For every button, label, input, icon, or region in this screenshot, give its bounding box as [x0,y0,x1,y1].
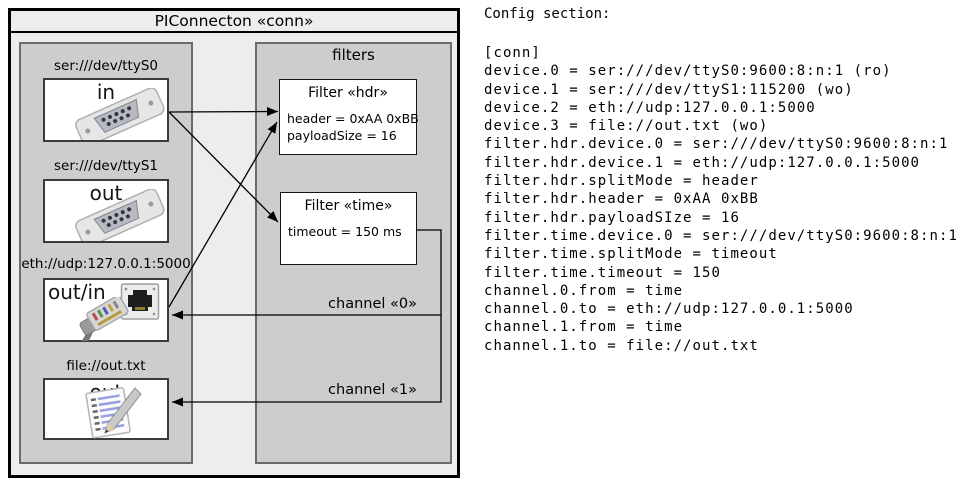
devices-panel: ser:///dev/ttyS0 in ser:/// [19,42,193,464]
filters-panel: filters Filter «hdr» header = 0xAA 0xBB … [255,42,452,464]
config-line: device.1 = ser:///dev/ttyS1:115200 (wo) [484,81,854,98]
config-line: filter.hdr.payloadSIze = 16 [484,209,740,226]
config-line: filter.hdr.device.1 = eth://udp:127.0.0.… [484,154,921,171]
filter-hdr-property-header: header = 0xAA 0xBB [287,111,419,126]
serial-connector-icon [75,88,165,140]
config-line: channel.0.to = eth://udp:127.0.0.1:5000 [484,301,854,318]
config-line: filter.hdr.header = 0xAA 0xBB [484,191,759,208]
config-line: channel.1.to = file://out.txt [484,337,759,354]
config-line: filter.time.timeout = 150 [484,264,721,281]
filter-time-property-timeout: timeout = 150 ms [288,224,402,239]
piconnecton-box: PIConnecton «conn» ser:///dev/ttyS0 in [8,8,460,478]
filter-time-box: Filter «time» timeout = 150 ms [280,192,417,265]
channel-1-label: channel «1» [328,382,417,398]
device-direction-label: in [96,80,116,104]
config-line: filter.time.splitMode = timeout [484,246,778,263]
config-line: device.0 = ser:///dev/ttyS0:9600:8:n:1 (… [484,63,892,80]
config-line: channel.0.from = time [484,282,684,299]
device-box-file-out: out [43,378,169,440]
device-box-eth-outin: out/in [43,278,169,342]
diagram-title: PIConnecton «conn» [11,11,457,33]
config-line: filter.hdr.splitMode = header [484,173,759,190]
filter-time-title: Filter «time» [304,198,393,214]
filter-hdr-box: Filter «hdr» header = 0xAA 0xBB payloadS… [279,79,419,155]
config-heading: Config section: [484,6,611,22]
config-line: device.2 = eth://udp:127.0.0.1:5000 [484,99,816,116]
device-url-label-ttys1: ser:///dev/ttyS1 [54,158,158,174]
ethernet-port-icon [120,283,160,320]
ethernet-cable-icon [73,297,129,341]
notepad-icon [85,387,142,439]
config-line: device.3 = file://out.txt (wo) [484,118,769,135]
device-url-label-file: file://out.txt [66,358,146,374]
channel-0-label: channel «0» [328,296,417,312]
device-box-ttys1-out: out [43,179,169,243]
device-url-label-ttys0: ser:///dev/ttyS0 [54,58,158,74]
device-url-label-eth: eth://udp:127.0.0.1:5000 [21,256,191,272]
filter-hdr-title: Filter «hdr» [308,85,388,101]
device-direction-label: out/in [48,280,106,304]
device-direction-label: out [89,181,123,205]
config-line: filter.time.device.0 = ser:///dev/ttyS0:… [484,227,958,244]
config-line: channel.1.from = time [484,319,684,336]
serial-connector-icon [75,189,165,241]
config-line: [conn] [484,45,541,61]
device-box-ttys0-in: in [43,78,169,142]
config-line: filter.hdr.device.0 = ser:///dev/ttyS0:9… [484,136,949,153]
filters-panel-title: filters [332,46,375,64]
config-lines: [conn] device.0 = ser:///dev/ttyS0:9600:… [484,44,958,355]
filter-hdr-property-payloadsize: payloadSize = 16 [287,128,397,143]
